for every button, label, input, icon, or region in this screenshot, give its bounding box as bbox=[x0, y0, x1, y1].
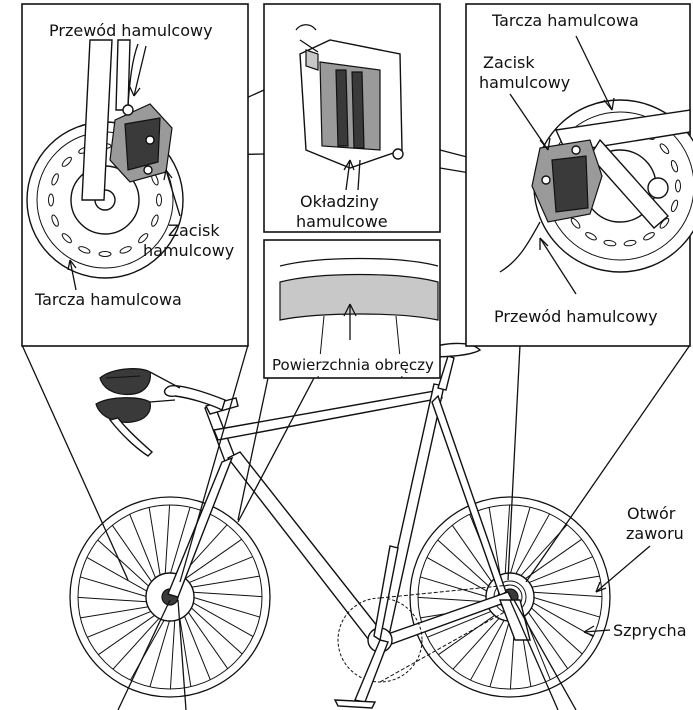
bicycle bbox=[70, 343, 610, 708]
spoke-label: Szprycha bbox=[613, 621, 687, 640]
pads-label-line2: hamulcowe bbox=[296, 212, 388, 231]
right-hose-label: Przewód hamulcowy bbox=[494, 307, 658, 326]
left-rotor-label: Tarcza hamulcowa bbox=[34, 290, 182, 309]
front-wheel bbox=[70, 497, 270, 697]
rim-surface-label: Powierzchnia obręczy bbox=[272, 356, 434, 374]
valve-label-line2: zaworu bbox=[626, 524, 684, 543]
left-caliper-label-line2: hamulcowy bbox=[143, 241, 234, 260]
right-caliper-drawing bbox=[532, 140, 602, 222]
left-hose-label: Przewód hamulcowy bbox=[49, 21, 213, 40]
right-rotor-label: Tarcza hamulcowa bbox=[491, 11, 639, 30]
valve-label-line1: Otwór bbox=[627, 504, 676, 523]
pads-label-line1: Okładziny bbox=[300, 192, 379, 211]
pads-callout-box: Okładziny hamulcowe bbox=[264, 4, 440, 232]
rim-callout-box: Powierzchnia obręczy bbox=[264, 240, 440, 378]
left-callout-box: Przewód hamulcowy Zacisk hamulcowy Tarcz… bbox=[22, 4, 248, 346]
left-caliper-label-line1: Zacisk bbox=[168, 221, 220, 240]
right-callout-box: Tarcza hamulcowa Zacisk hamulcowy Przewó… bbox=[466, 4, 693, 346]
right-caliper-label-line2: hamulcowy bbox=[479, 73, 570, 92]
frame bbox=[165, 343, 530, 708]
right-caliper-label-line1: Zacisk bbox=[483, 53, 535, 72]
brake-levers bbox=[96, 369, 180, 456]
